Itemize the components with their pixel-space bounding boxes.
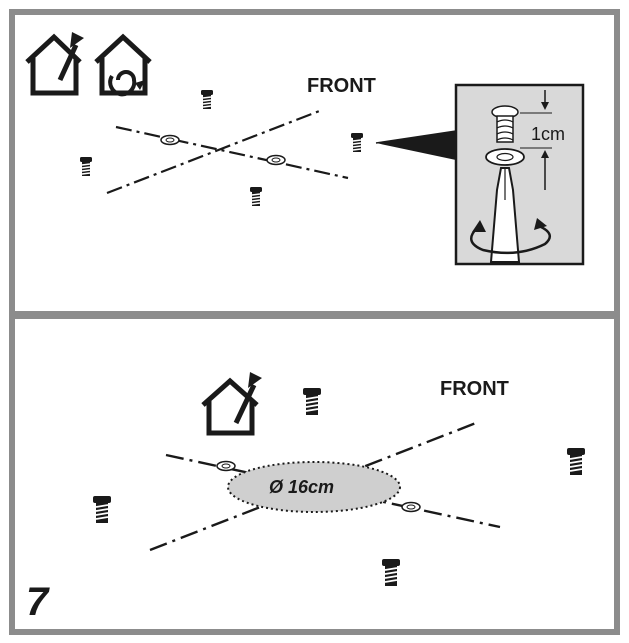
front-label: FRONT — [440, 378, 509, 400]
bottom-panel: FRONT Ø 16cm 7 — [26, 372, 586, 624]
diameter-label: Ø 16cm — [269, 477, 334, 497]
mounting-hole — [216, 460, 236, 472]
panel-divider — [12, 311, 617, 319]
step-number: 7 — [26, 580, 50, 624]
front-label: FRONT — [307, 75, 376, 97]
house-recirculation-icon — [94, 33, 152, 97]
duct-opening-circle — [227, 461, 401, 513]
mounting-hole — [266, 154, 286, 166]
axis-lines-top — [106, 108, 349, 195]
detail-box: 1cm — [454, 83, 585, 266]
measure-label: 1cm — [531, 124, 565, 144]
mounting-hole — [160, 134, 180, 146]
mounting-hole — [401, 501, 421, 513]
top-panel: FRONT 1cm — [25, 32, 585, 266]
house-vent-out-icon — [25, 32, 84, 96]
house-vent-out-icon — [201, 372, 262, 436]
